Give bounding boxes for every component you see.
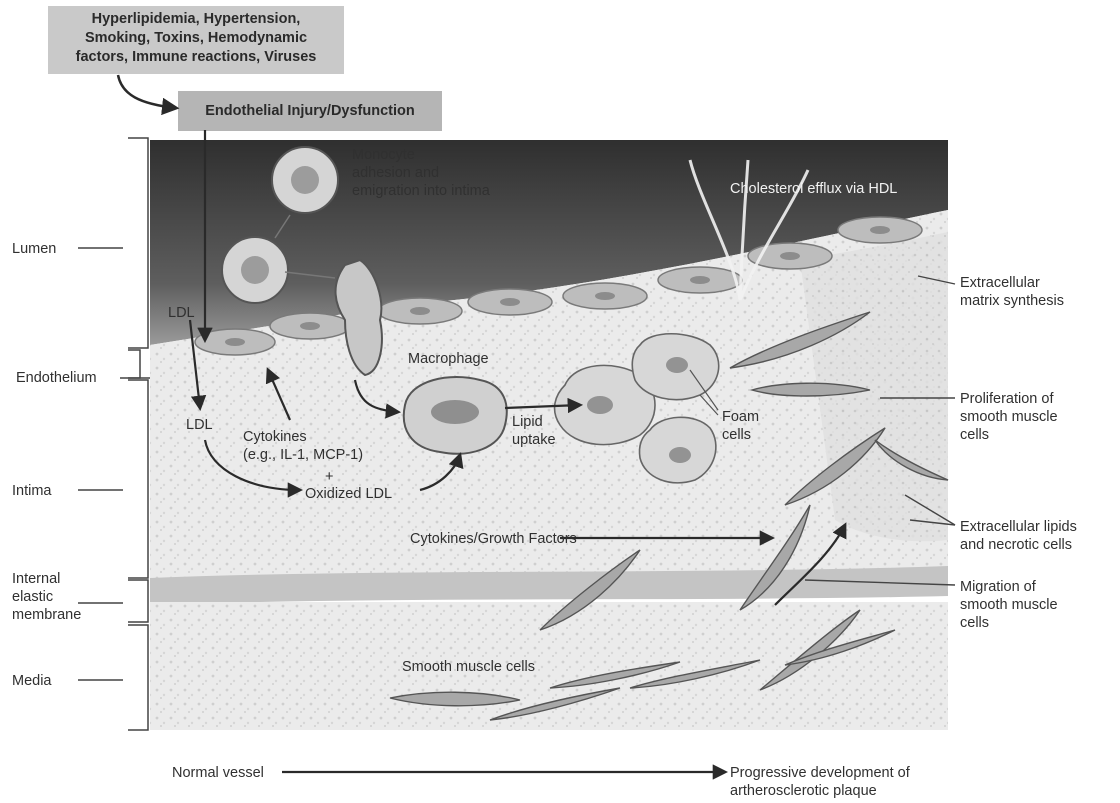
macrophage-cell xyxy=(404,377,507,454)
endothelium-label: Endothelium xyxy=(16,369,97,387)
media-label: Media xyxy=(12,672,52,690)
ldl-intima-label: LDL xyxy=(186,416,213,434)
migration-label: Migration of smooth muscle cells xyxy=(960,578,1058,632)
intima-label: Intima xyxy=(12,482,52,500)
cholesterol-efflux-label: Cholesterol efflux via HDL xyxy=(730,180,897,198)
oxidized-ldl-label: Oxidized LDL xyxy=(305,485,392,503)
ldl-top-label: LDL xyxy=(168,304,195,322)
risk-to-injury-arrow xyxy=(118,75,176,108)
lumen-label: Lumen xyxy=(12,240,56,258)
monocyte-label: Monocyte adhesion and emigration into in… xyxy=(352,146,490,200)
layer-brackets xyxy=(128,138,148,730)
lipid-uptake-label: Lipid uptake xyxy=(512,413,556,449)
progressive-plaque-label: Progressive development of artherosclero… xyxy=(730,764,910,800)
monocyte-adhering xyxy=(222,237,288,303)
ecm-synthesis-label: Extracellular matrix synthesis xyxy=(960,274,1064,310)
cytokines-label: Cytokines (e.g., IL-1, MCP-1) xyxy=(243,428,363,464)
growth-factors-label: Cytokines/Growth Factors xyxy=(410,530,577,548)
extracellular-lipids-label: Extracellular lipids and necrotic cells xyxy=(960,518,1077,554)
macrophage-label: Macrophage xyxy=(408,350,489,368)
smooth-muscle-cells-label: Smooth muscle cells xyxy=(402,658,535,676)
foam-cells-label: Foam cells xyxy=(722,408,759,444)
internal-elastic-membrane-label: Internal elastic membrane xyxy=(12,570,81,624)
proliferation-label: Proliferation of smooth muscle cells xyxy=(960,390,1058,444)
layer-ticks xyxy=(78,248,150,680)
monocyte-circulating xyxy=(272,147,338,213)
plus-sign: + xyxy=(325,468,333,486)
normal-vessel-label: Normal vessel xyxy=(172,764,264,782)
